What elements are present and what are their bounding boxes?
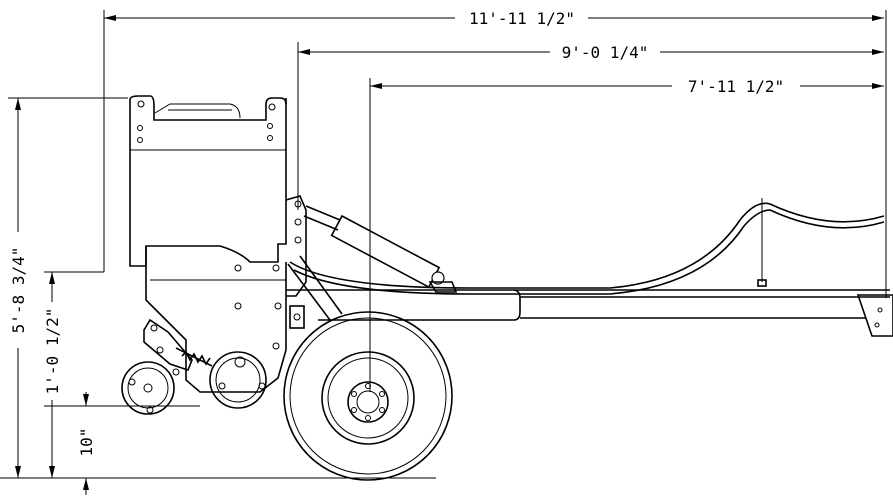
vertical-dimensions	[0, 97, 436, 495]
closing-wheels	[121, 318, 267, 415]
overall-length-label: 11'-11 1/2"	[469, 9, 575, 28]
overall-height-label: 5'-8 3/4"	[9, 247, 28, 334]
axle-to-hitch-label: 7'-11 1/2"	[688, 77, 784, 96]
frame-height-label: 1'-0 1/2"	[43, 308, 62, 395]
horizontal-dimensions	[103, 10, 887, 392]
hydraulic-cylinder	[303, 205, 458, 293]
row-unit-body	[145, 246, 287, 393]
ground-clearance-label: 10"	[77, 428, 96, 457]
main-frame	[286, 289, 893, 337]
seed-hopper	[129, 95, 287, 267]
hitch-frame-length-label: 9'-0 1/4"	[562, 43, 649, 62]
hose	[289, 198, 885, 295]
parallel-linkage	[285, 195, 343, 329]
transport-tire	[283, 311, 453, 481]
